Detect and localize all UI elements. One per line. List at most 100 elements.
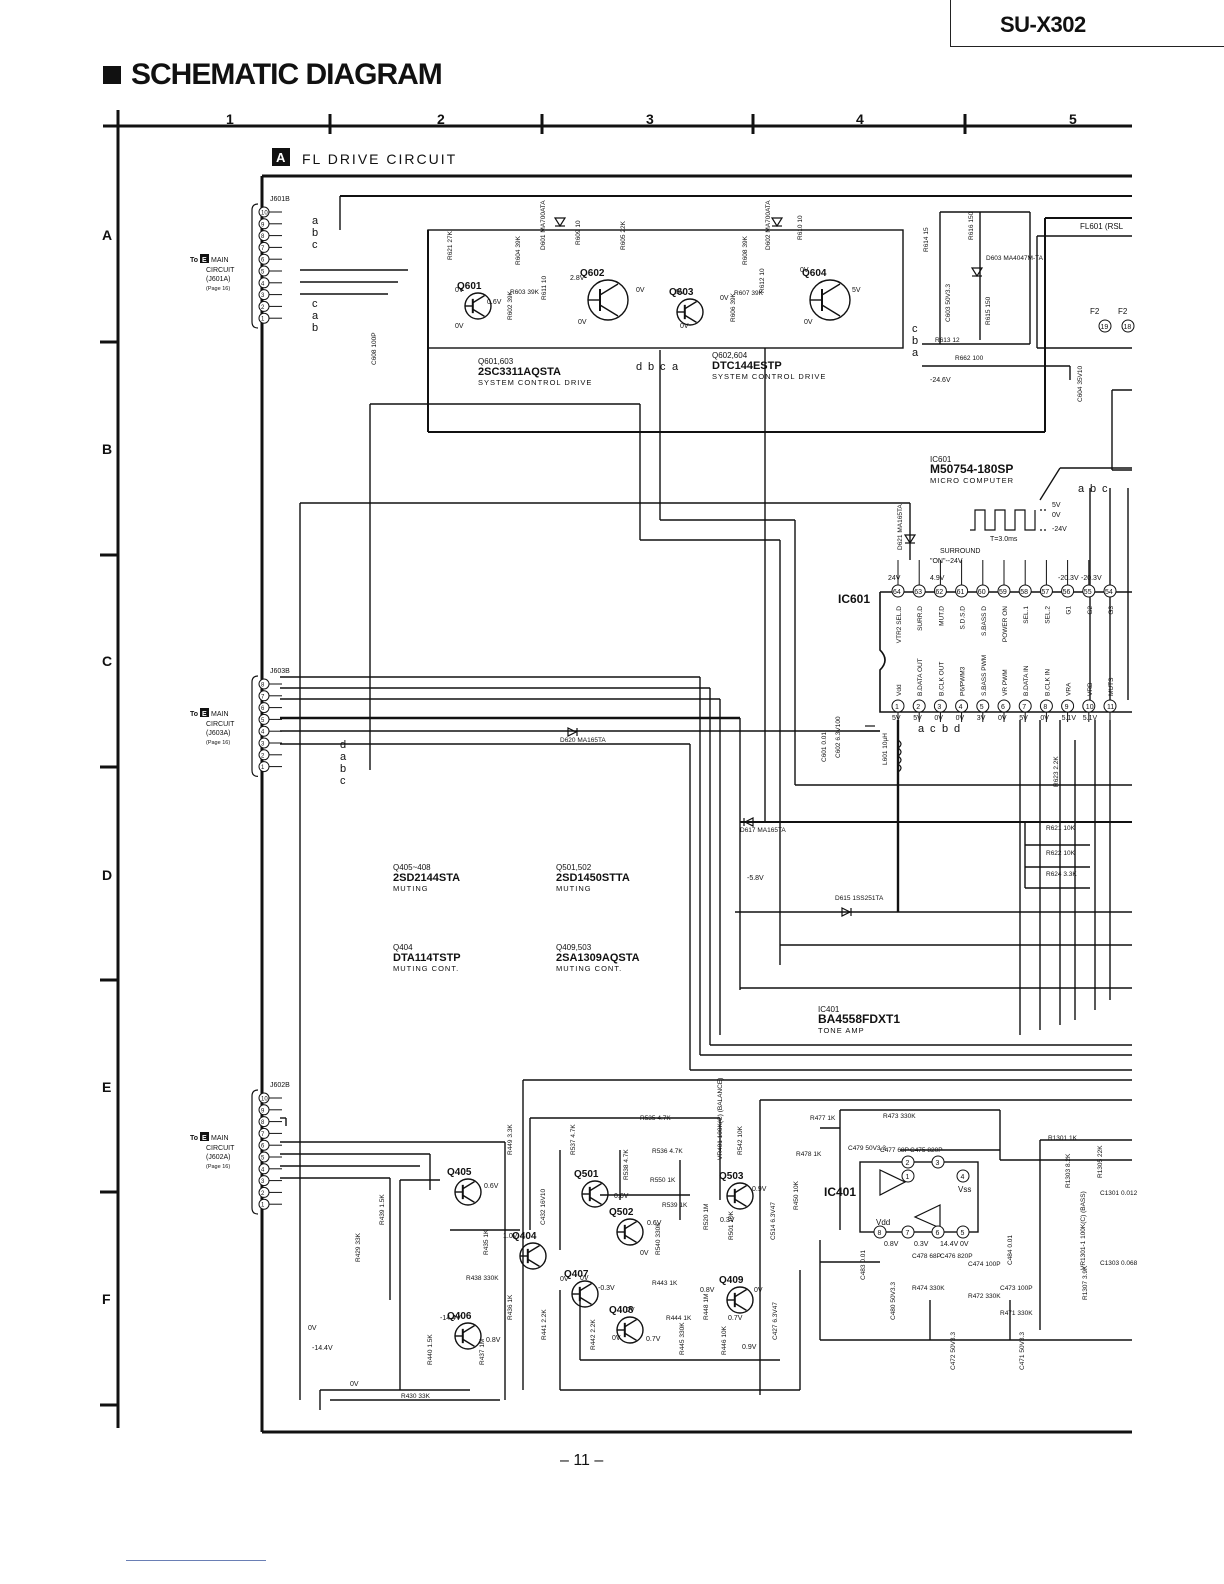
part-label: R621 10K <box>1046 825 1076 832</box>
part-label: R439 1.5K <box>379 1194 386 1225</box>
ic601-bottom-pin-number: 5 <box>980 704 984 711</box>
ic601-bottom-voltage: 5.1V <box>1083 715 1098 722</box>
voltage-label: 0.3V <box>914 1241 929 1248</box>
connector-badge: E <box>202 257 207 264</box>
part-label: C602 6.3V100 <box>835 716 842 758</box>
part-label: R1301 1K <box>1048 1135 1078 1142</box>
part-label: R1307 3.9K <box>1082 1265 1089 1300</box>
part-label: C477 68P <box>880 1147 909 1154</box>
connector-line: CIRCUIT <box>206 721 235 728</box>
transistor-label: Q601 <box>457 281 482 292</box>
voltage-label: 5V <box>852 287 861 294</box>
voltage-label: 0.6V <box>484 1183 499 1190</box>
part-label: C604 35V10 <box>1077 365 1084 402</box>
part-label: D603 MA4047M-TA <box>986 255 1044 262</box>
ic401-vdd: Vdd <box>876 1218 890 1227</box>
voltage-label: 0.3V <box>720 1217 735 1224</box>
part-label: R438 330K <box>466 1275 499 1282</box>
ic601-bottom-pin-name: B.CLK IN <box>1044 669 1051 696</box>
voltage-label: 1.0V <box>503 1233 518 1240</box>
part-label: C514 6.3V47 <box>770 1202 777 1240</box>
ic401-pin-number: 1 <box>906 1174 910 1181</box>
transistor-q409: Q409 <box>719 1275 754 1314</box>
ic601-bottom-voltage: 0V <box>1040 715 1049 722</box>
voltage-label: 0V <box>455 287 464 294</box>
transistor-label: Q502 <box>609 1207 634 1218</box>
transistor-q408: Q408 <box>609 1305 644 1344</box>
grid-row-label: A <box>102 227 112 243</box>
connector-ref: J602B <box>270 1082 290 1089</box>
component-note-ref: IC401 <box>818 1005 840 1014</box>
ic601-bottom-pin-number: 6 <box>1001 704 1005 711</box>
bus-letter: b <box>312 322 318 334</box>
bus-letter: b <box>942 723 948 735</box>
ic401-pin <box>901 1155 915 1169</box>
component-note-desc: SYSTEM CONTROL DRIVE <box>478 378 592 387</box>
part-label: R436 1K <box>507 1294 514 1320</box>
part-label: C483 0.01 <box>860 1250 867 1280</box>
drive-block-wiring <box>300 195 1132 700</box>
waveform-low: -24V <box>1052 526 1067 533</box>
footer-rule <box>126 1560 266 1561</box>
ic601-top-pin-number: 60 <box>978 589 986 596</box>
title-text: SCHEMATIC DIAGRAM <box>131 58 443 91</box>
voltage-label: 0V <box>455 323 464 330</box>
part-label: R445 330K <box>679 1322 686 1355</box>
voltage-label: 0V <box>636 287 645 294</box>
voltage-label: 0.7V <box>728 1315 743 1322</box>
grid-col-label: 3 <box>646 111 654 127</box>
ic601-bottom-pin-name: S.BASS PWM <box>981 655 988 696</box>
connector-pin-number: 9 <box>261 222 265 228</box>
fl601-pin-number: 19 <box>1101 324 1109 331</box>
connector-line: (J602A) <box>206 1154 231 1161</box>
ic601-bottom-pin-name: VR PWM <box>1002 669 1009 696</box>
ic401-block: IC401 Vdd Vss <box>824 1161 979 1233</box>
part-label: R608 39K <box>742 235 749 265</box>
part-label: D621 MA165TA <box>897 504 904 550</box>
connector-pin-number: 4 <box>261 1167 265 1173</box>
connector-line: (J603A) <box>206 730 231 737</box>
part-label: R471 330K <box>1000 1310 1033 1317</box>
ic601-top-voltage: -20.3V <box>1081 575 1102 582</box>
connector-line: CIRCUIT <box>206 1145 235 1152</box>
voltage-label: 0.6V <box>647 1220 662 1227</box>
transistor-q603: Q603 <box>669 287 704 326</box>
component-note-ref: Q602,604 <box>712 351 748 360</box>
voltage-label: 0V <box>308 1325 317 1332</box>
bus-letter: a <box>312 310 319 322</box>
part-label: C471 50V3.3 <box>1019 1332 1026 1370</box>
part-label: R610 10 <box>797 215 804 240</box>
ic401-pin <box>956 1225 970 1239</box>
ic601-top-pin-number: 62 <box>935 589 943 596</box>
ic601-top-pin-number: 58 <box>1020 589 1028 596</box>
title-bullet-icon <box>103 66 121 84</box>
ic601-bottom-voltage: 5.1V <box>1062 715 1077 722</box>
part-label: C474 100P <box>968 1261 1001 1268</box>
ic401-vss: Vss <box>958 1185 971 1194</box>
bus-letter: b <box>312 227 318 239</box>
connector-pin-number: 7 <box>261 1132 265 1138</box>
ic601-bottom-voltage: 5V <box>913 715 922 722</box>
ic401-pin-number: 5 <box>961 1230 965 1237</box>
part-label: R621 27K <box>447 230 454 260</box>
part-label: R501 10K <box>728 1210 735 1240</box>
part-label: R435 1K <box>483 1229 490 1255</box>
part-label: R429 33K <box>355 1232 362 1262</box>
ic601-top-pin-name: G1 <box>1066 606 1073 615</box>
part-label: R443 1K <box>652 1280 678 1287</box>
connector-badge: E <box>202 711 207 718</box>
ic601-top-pin-name: SURR.D <box>917 606 924 631</box>
amp-wiring <box>280 1079 1132 1410</box>
ic601-top-pin-name: S.BASS D <box>981 606 988 636</box>
voltage-label: 0V <box>350 1381 359 1388</box>
part-label: R623 2.2K <box>1053 756 1060 787</box>
part-label: R539 1K <box>662 1202 688 1209</box>
ic601-top-pin-number: 55 <box>1084 589 1092 596</box>
component-note-ref: Q601,603 <box>478 357 514 366</box>
